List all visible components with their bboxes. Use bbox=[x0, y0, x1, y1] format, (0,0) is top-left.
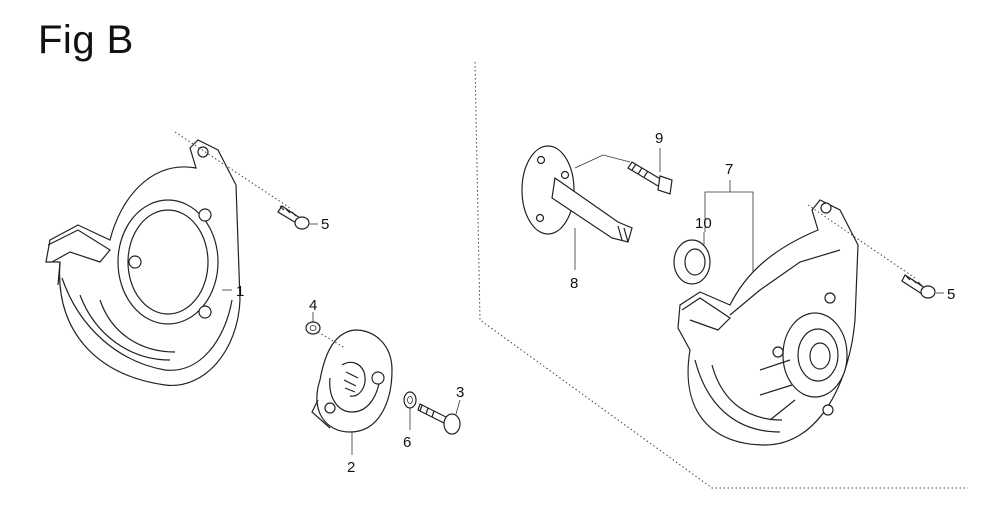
washer-part-6 bbox=[403, 391, 417, 409]
washer-part-4 bbox=[305, 321, 346, 349]
figure-title: Fig B bbox=[38, 18, 134, 62]
callout-3: 3 bbox=[456, 384, 464, 401]
callout-bracket-7 bbox=[704, 180, 754, 290]
section-divider bbox=[474, 61, 968, 489]
bolt-part-9 bbox=[574, 148, 673, 195]
callout-10: 10 bbox=[695, 215, 712, 232]
callout-7: 7 bbox=[725, 161, 733, 178]
callout-6: 6 bbox=[403, 434, 411, 451]
callout-5-right: 5 bbox=[947, 286, 955, 303]
clutch-housing bbox=[45, 139, 241, 386]
gear-case bbox=[677, 199, 859, 446]
shaft-part-8 bbox=[521, 145, 633, 270]
callout-9: 9 bbox=[655, 130, 663, 147]
bolt-part-3 bbox=[417, 399, 461, 435]
bolt-part-5-right bbox=[807, 204, 944, 299]
callout-1: 1 bbox=[236, 283, 244, 300]
callout-4: 4 bbox=[309, 297, 317, 314]
oil-seal-part-10 bbox=[673, 232, 711, 285]
callout-2: 2 bbox=[347, 459, 355, 476]
callout-8: 8 bbox=[570, 275, 578, 292]
bolt-part-5-left bbox=[174, 131, 318, 230]
callout-5-left: 5 bbox=[321, 216, 329, 233]
clutch-assembly bbox=[311, 329, 393, 433]
